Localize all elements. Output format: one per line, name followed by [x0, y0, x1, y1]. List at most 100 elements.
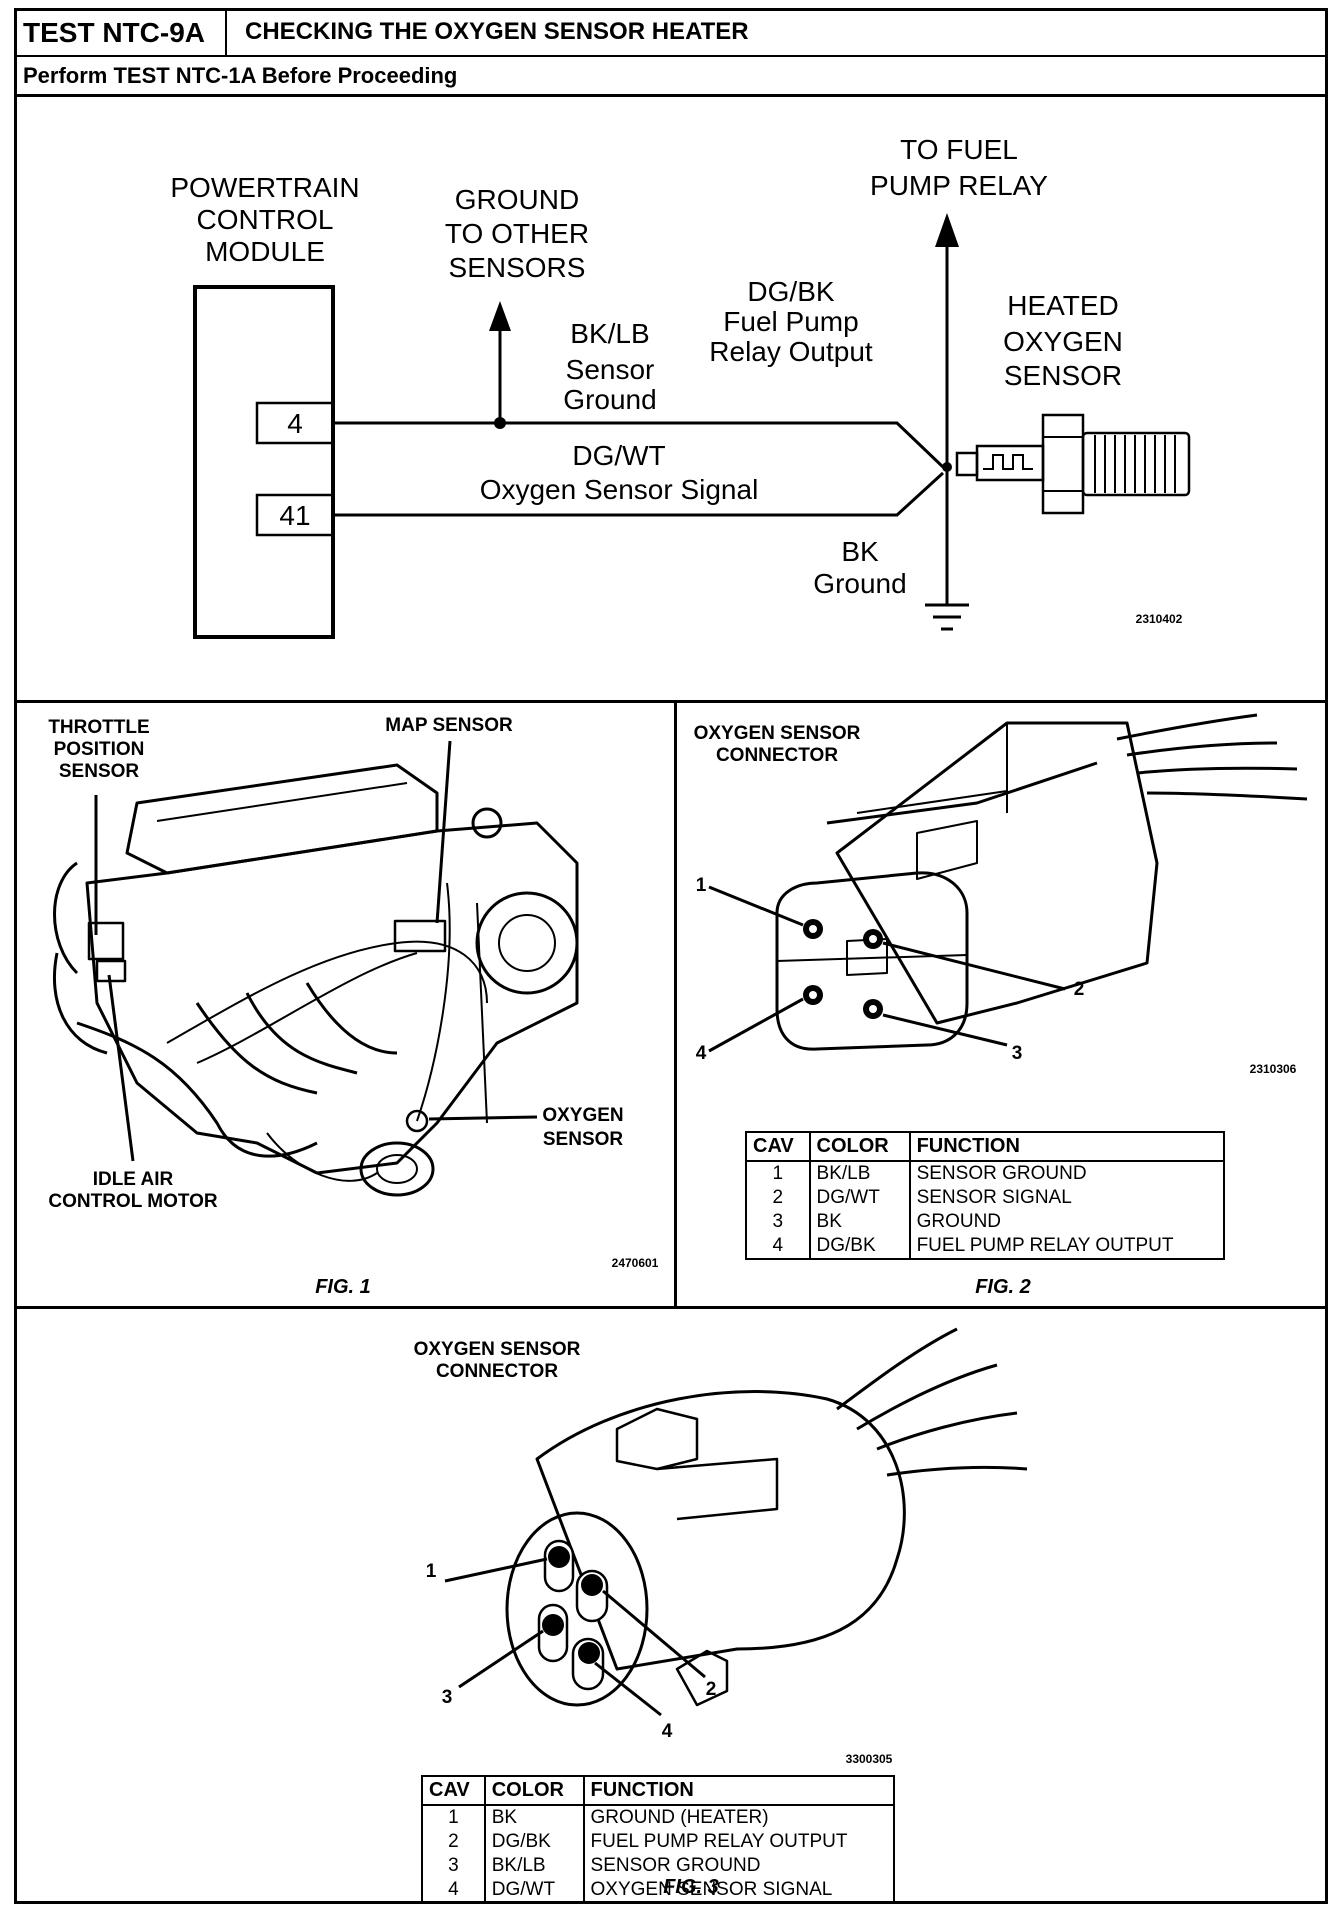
- connector-illustration-fig2: OXYGEN SENSOR CONNECTOR 1 2 3 4 2310306 …: [694, 713, 1308, 1298]
- pcm-label-1: POWERTRAIN: [170, 172, 359, 203]
- cell-function: FUEL PUMP RELAY OUTPUT: [908, 1234, 1226, 1260]
- col-color: COLOR: [808, 1131, 911, 1162]
- cell-function: GROUND: [908, 1210, 1226, 1234]
- dgwt-label-1: DG/WT: [572, 440, 665, 471]
- table-header-row: CAV COLOR FUNCTION: [421, 1775, 896, 1806]
- sensor-label-3: SENSOR: [1004, 360, 1122, 391]
- cell-function: FUEL PUMP RELAY OUTPUT: [582, 1830, 896, 1854]
- pin-41: 41: [279, 500, 310, 531]
- cell-cav: 1: [745, 1161, 811, 1186]
- fig3-code: 3300305: [846, 1752, 893, 1766]
- table-row: 2 DG/WT SENSOR SIGNAL: [745, 1186, 1226, 1210]
- test-subtitle: Perform TEST NTC-1A Before Proceeding: [17, 57, 1325, 97]
- fig3-panel: OXYGEN SENSOR CONNECTOR 1 2 3 4 3300305 …: [17, 1309, 1325, 1904]
- ground-label-3: SENSORS: [449, 252, 586, 283]
- header-bar: TEST NTC-9A CHECKING THE OXYGEN SENSOR H…: [17, 11, 1325, 57]
- cell-color: BK/LB: [483, 1854, 585, 1878]
- table-row: 3 BK GROUND: [745, 1210, 1226, 1234]
- cell-cav: 4: [745, 1234, 811, 1260]
- cell-color: DG/WT: [483, 1878, 585, 1904]
- cell-cav: 4: [421, 1878, 486, 1904]
- fig2-title-2: CONNECTOR: [716, 745, 838, 766]
- fig1-code: 2470601: [612, 1256, 659, 1270]
- pcm-box: [193, 285, 335, 639]
- cell-cav: 3: [745, 1210, 811, 1234]
- table-row: 1 BK/LB SENSOR GROUND: [745, 1161, 1226, 1186]
- cell-color: DG/WT: [808, 1186, 911, 1210]
- o2-label-1: OXYGEN: [542, 1105, 623, 1126]
- iac-label-2: CONTROL MOTOR: [48, 1191, 218, 1212]
- fig3-callout-2: 2: [706, 1679, 717, 1700]
- iac-label-1: IDLE AIR: [93, 1169, 174, 1190]
- test-id: TEST NTC-9A: [17, 11, 227, 55]
- fig2-caption: FIG. 2: [975, 1276, 1031, 1298]
- pin-4: 4: [287, 408, 303, 439]
- fig3-cavity-table: CAV COLOR FUNCTION 1 BK GROUND (HEATER) …: [421, 1775, 896, 1904]
- cell-cav: 2: [421, 1830, 486, 1854]
- fuel-pump-label-1: TO FUEL: [900, 134, 1018, 165]
- col-function: FUNCTION: [908, 1131, 1226, 1162]
- tps-label-2: POSITION: [54, 739, 145, 760]
- fig3-callout-3: 3: [442, 1687, 453, 1708]
- dgbk-label-2: Fuel Pump: [723, 306, 858, 337]
- fig2-title-1: OXYGEN SENSOR: [694, 723, 861, 744]
- cell-cav: 2: [745, 1186, 811, 1210]
- cell-function: SENSOR GROUND: [908, 1161, 1226, 1186]
- fig2-callout-1: 1: [696, 875, 707, 896]
- table-row: 4 DG/WT OXYGEN SENSOR SIGNAL: [421, 1878, 896, 1904]
- fig2-callout-3: 3: [1012, 1043, 1023, 1064]
- fig2-callout-4: 4: [696, 1043, 707, 1064]
- fig1-caption: FIG. 1: [315, 1276, 371, 1298]
- table-row: 1 BK GROUND (HEATER): [421, 1805, 896, 1830]
- engine-illustration: THROTTLE POSITION SENSOR MAP SENSOR IDLE…: [48, 715, 659, 1298]
- table-header-row: CAV COLOR FUNCTION: [745, 1131, 1226, 1162]
- cell-color: DG/BK: [483, 1830, 585, 1854]
- table-row: 3 BK/LB SENSOR GROUND: [421, 1854, 896, 1878]
- fig2-panel: OXYGEN SENSOR CONNECTOR 1 2 3 4 2310306 …: [677, 703, 1325, 1309]
- cell-function: SENSOR SIGNAL: [908, 1186, 1226, 1210]
- dgbk-label-1: DG/BK: [747, 276, 834, 307]
- table-row: 2 DG/BK FUEL PUMP RELAY OUTPUT: [421, 1830, 896, 1854]
- page-frame: TEST NTC-9A CHECKING THE OXYGEN SENSOR H…: [14, 8, 1328, 1904]
- fuel-pump-label-2: PUMP RELAY: [870, 170, 1048, 201]
- pcm-label-2: CONTROL: [197, 204, 334, 235]
- bk-label-2: Ground: [813, 568, 906, 599]
- bklb-label-1: BK/LB: [570, 318, 649, 349]
- dgwt-label-2: Oxygen Sensor Signal: [480, 474, 759, 505]
- col-function: FUNCTION: [582, 1775, 896, 1806]
- map-sensor-label: MAP SENSOR: [385, 715, 513, 736]
- bk-label-1: BK: [841, 536, 879, 567]
- cell-color: BK: [808, 1210, 911, 1234]
- schematic-panel: POWERTRAIN CONTROL MODULE 4 41 GROUND TO…: [17, 97, 1325, 703]
- cell-cav: 1: [421, 1805, 486, 1830]
- pcm-label-3: MODULE: [205, 236, 325, 267]
- sensor-label-2: OXYGEN: [1003, 326, 1123, 357]
- cell-function: GROUND (HEATER): [582, 1805, 896, 1830]
- fig2-cavity-table: CAV COLOR FUNCTION 1 BK/LB SENSOR GROUND…: [745, 1131, 1226, 1260]
- o2-label-2: SENSOR: [543, 1129, 624, 1150]
- cell-color: BK/LB: [808, 1161, 911, 1186]
- bklb-label-2: Sensor: [566, 354, 655, 385]
- fig3-callout-4: 4: [662, 1721, 673, 1742]
- wiring-schematic: POWERTRAIN CONTROL MODULE 4 41 GROUND TO…: [170, 134, 1191, 639]
- fig3-title-1: OXYGEN SENSOR: [414, 1339, 581, 1360]
- col-color: COLOR: [483, 1775, 585, 1806]
- fig2-code: 2310306: [1250, 1062, 1297, 1076]
- fig1-panel: THROTTLE POSITION SENSOR MAP SENSOR IDLE…: [17, 703, 677, 1309]
- tps-label-3: SENSOR: [59, 761, 140, 782]
- cell-color: DG/BK: [808, 1234, 911, 1260]
- bklb-label-3: Ground: [563, 384, 656, 415]
- sensor-label-1: HEATED: [1007, 290, 1119, 321]
- cell-cav: 3: [421, 1854, 486, 1878]
- ground-label-2: TO OTHER: [445, 218, 589, 249]
- ground-label-1: GROUND: [455, 184, 579, 215]
- fig3-callout-1: 1: [426, 1561, 437, 1582]
- col-cav: CAV: [421, 1775, 486, 1806]
- fig2-callout-2: 2: [1074, 979, 1085, 1000]
- schematic-code: 2310402: [1136, 612, 1183, 626]
- tps-label-1: THROTTLE: [48, 717, 149, 738]
- col-cav: CAV: [745, 1131, 811, 1162]
- test-title: CHECKING THE OXYGEN SENSOR HEATER: [245, 18, 749, 45]
- cell-function: OXYGEN SENSOR SIGNAL: [582, 1878, 896, 1904]
- cell-color: BK: [483, 1805, 585, 1830]
